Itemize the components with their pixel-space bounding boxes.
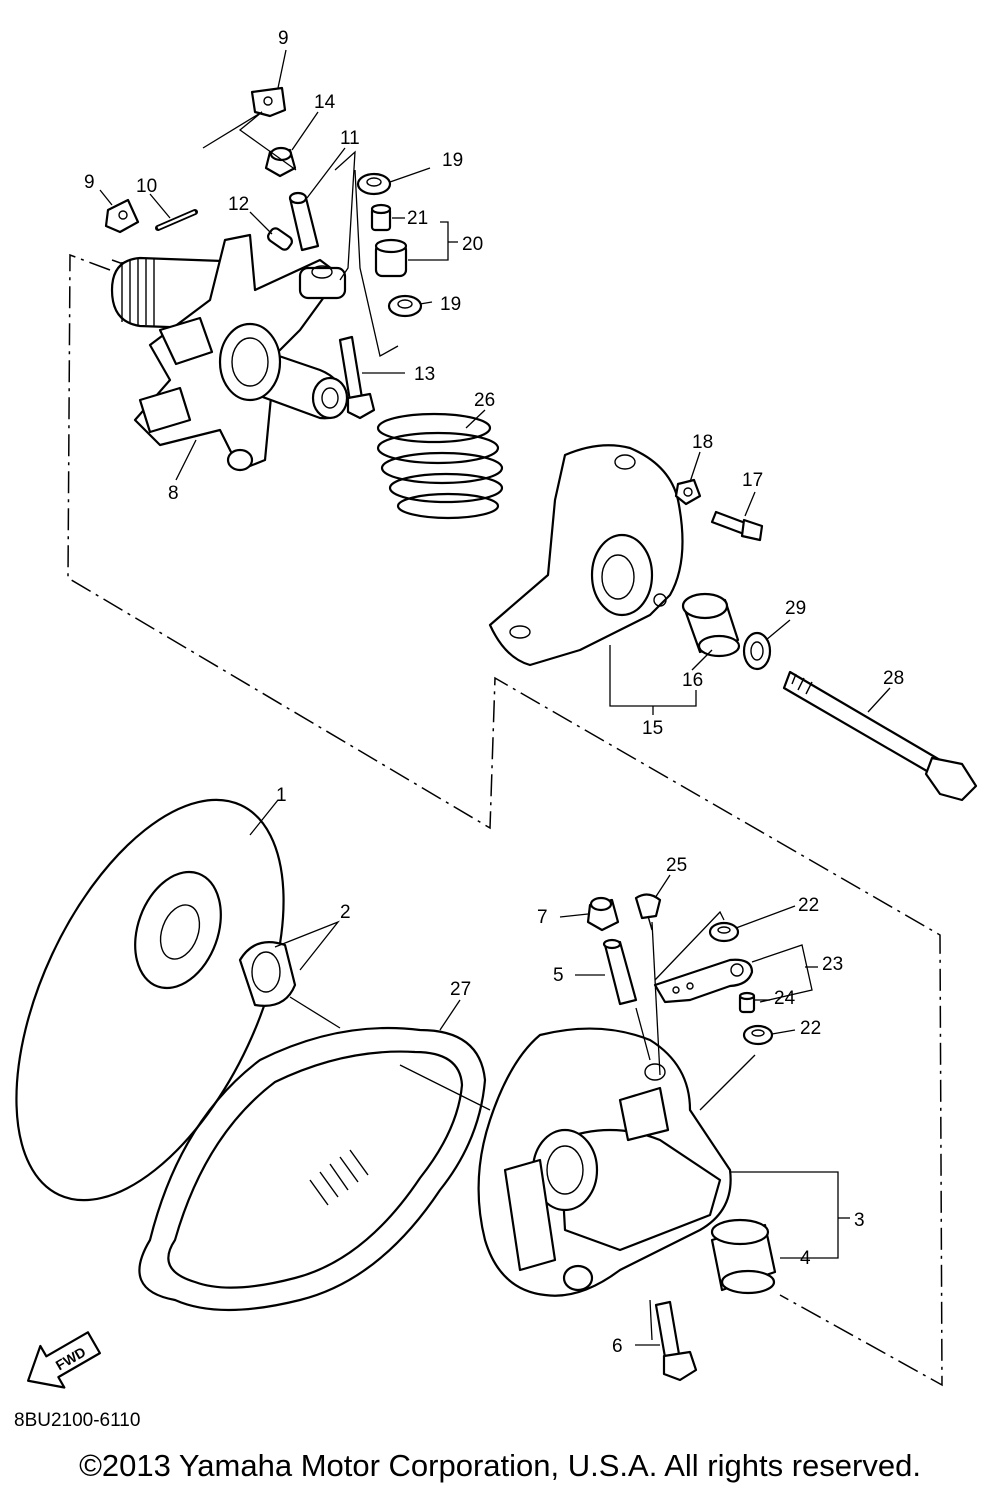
belt-part-27: [138, 1026, 487, 1312]
sheave-part-1: [15, 798, 285, 1202]
callout-26: 26: [474, 390, 495, 411]
callout-9-left: 9: [84, 172, 95, 193]
long-bolt-part-28: [782, 670, 978, 802]
copyright-notice: ©2013 Yamaha Motor Corporation, U.S.A. A…: [79, 1448, 921, 1483]
callout-labels: 9 14 11 19 9 10 12 21 20 19 13 26 18 8 1…: [84, 28, 904, 1357]
nut-part-18: [674, 478, 702, 506]
callout-2: 2: [340, 902, 351, 923]
callout-16: 16: [682, 670, 703, 691]
bushing-part-4: [710, 1218, 777, 1295]
washer-part-22-bottom: [742, 1024, 774, 1046]
washer-part-29: [742, 631, 772, 671]
callout-19-top: 19: [442, 150, 463, 171]
callout-25: 25: [666, 855, 687, 876]
callout-21: 21: [407, 208, 428, 229]
callout-6: 6: [612, 1336, 623, 1357]
washer-part-22-top: [708, 921, 740, 943]
sheave-housing-part-3: [477, 1027, 732, 1297]
callout-10: 10: [136, 176, 157, 197]
pin-part-10: [155, 209, 198, 231]
callout-18: 18: [692, 432, 713, 453]
bolt-part-6: [654, 1300, 698, 1382]
callout-23: 23: [822, 954, 843, 975]
callout-24: 24: [774, 988, 796, 1009]
callout-1: 1: [276, 785, 287, 806]
callout-13: 13: [414, 364, 435, 385]
fwd-arrow-icon: FWD: [26, 1331, 102, 1389]
callout-22-bottom: 22: [800, 1018, 821, 1039]
callout-19-bottom: 19: [440, 294, 461, 315]
leader-lines: [99, 49, 891, 1346]
callout-17: 17: [742, 470, 763, 491]
bushing-part-2: [238, 941, 297, 1007]
callout-22-top: 22: [798, 895, 819, 916]
bushing-part-24: [738, 991, 756, 1014]
callout-29: 29: [785, 598, 806, 619]
belt-teeth: [309, 1149, 369, 1206]
callout-4: 4: [800, 1248, 811, 1269]
nut-part-7: [586, 896, 620, 932]
clip-part-9-top: [250, 86, 287, 118]
bushing-part-21: [370, 203, 392, 232]
screw-part-25: [634, 893, 662, 931]
spider-hub-part-8: [110, 233, 349, 472]
callout-28: 28: [883, 668, 904, 689]
pin-part-5: [602, 938, 638, 1006]
pin-part-11: [288, 191, 320, 252]
roller-part-20: [374, 238, 408, 278]
callout-5: 5: [553, 965, 564, 986]
arm-part-23: [653, 958, 754, 1004]
pin-part-12: [267, 227, 293, 251]
clip-part-9-left: [104, 198, 140, 234]
bolt-part-13: [338, 335, 376, 420]
callout-7: 7: [537, 907, 548, 928]
callout-12: 12: [228, 194, 249, 215]
callout-15: 15: [642, 718, 663, 739]
bushing-part-16: [681, 592, 741, 658]
diagram-code: 8BU2100-6110: [14, 1410, 141, 1431]
callout-8: 8: [168, 483, 179, 504]
cover-plate-part-15: [488, 444, 684, 667]
washer-part-19-bottom: [387, 294, 423, 318]
callout-27: 27: [450, 979, 471, 1000]
bolt-part-17: [710, 510, 764, 542]
callout-9-top: 9: [278, 28, 289, 49]
washer-part-19-top: [356, 172, 392, 196]
callout-11: 11: [340, 128, 360, 149]
callout-20: 20: [462, 234, 483, 255]
callout-3: 3: [854, 1210, 865, 1231]
callout-14: 14: [314, 92, 336, 113]
spring-part-26: [376, 412, 504, 520]
